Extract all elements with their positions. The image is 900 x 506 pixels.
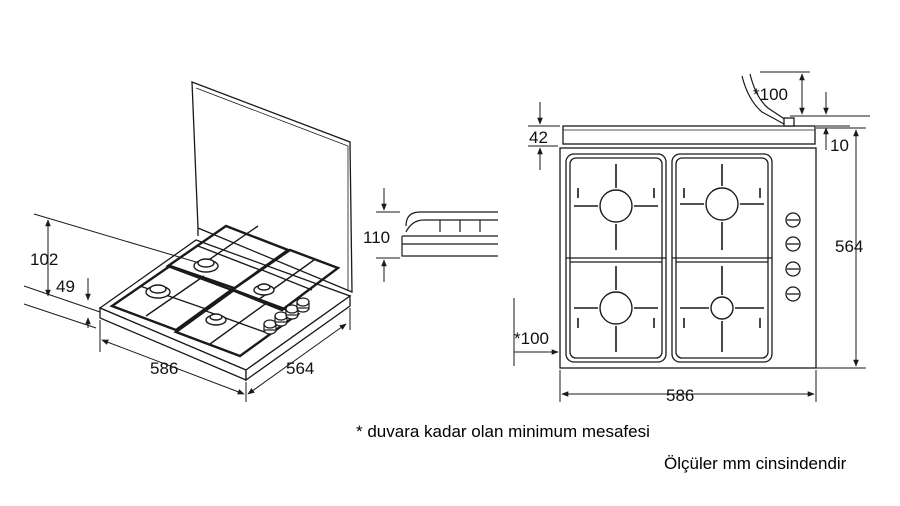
rear-strip (562, 125, 816, 145)
burner-icons (145, 258, 275, 326)
dim-top-strip-depth: 42 (529, 128, 548, 147)
dim-top-edge-offset: 10 (830, 136, 849, 155)
gas-pipe (741, 75, 785, 125)
note-units: Ölçüler mm cinsindendir (664, 454, 847, 473)
dim-section-height: 110 (363, 228, 390, 247)
dim-perspective-lid-height: 102 (30, 250, 58, 269)
dim-perspective-depth: 564 (286, 359, 314, 378)
dim-top-width: 586 (666, 386, 694, 405)
section-view (376, 188, 498, 282)
hob-lid (191, 81, 353, 293)
dim-perspective-width: 586 (150, 359, 178, 378)
top-dimensions (513, 71, 870, 402)
dim-perspective-body-height: 49 (56, 277, 75, 296)
dim-top-depth: 564 (835, 237, 863, 256)
note-minimum-distance: * duvara kadar olan minimum mesafesi (356, 422, 650, 441)
perspective-dimensions (23, 213, 351, 402)
top-knob-icons (785, 212, 801, 302)
top-burner-icons (599, 187, 739, 325)
dim-top-rear-gap: *100 (753, 85, 788, 104)
top-view (559, 73, 817, 369)
perspective-view (98, 81, 353, 382)
dim-top-side-gap: *100 (514, 329, 549, 348)
